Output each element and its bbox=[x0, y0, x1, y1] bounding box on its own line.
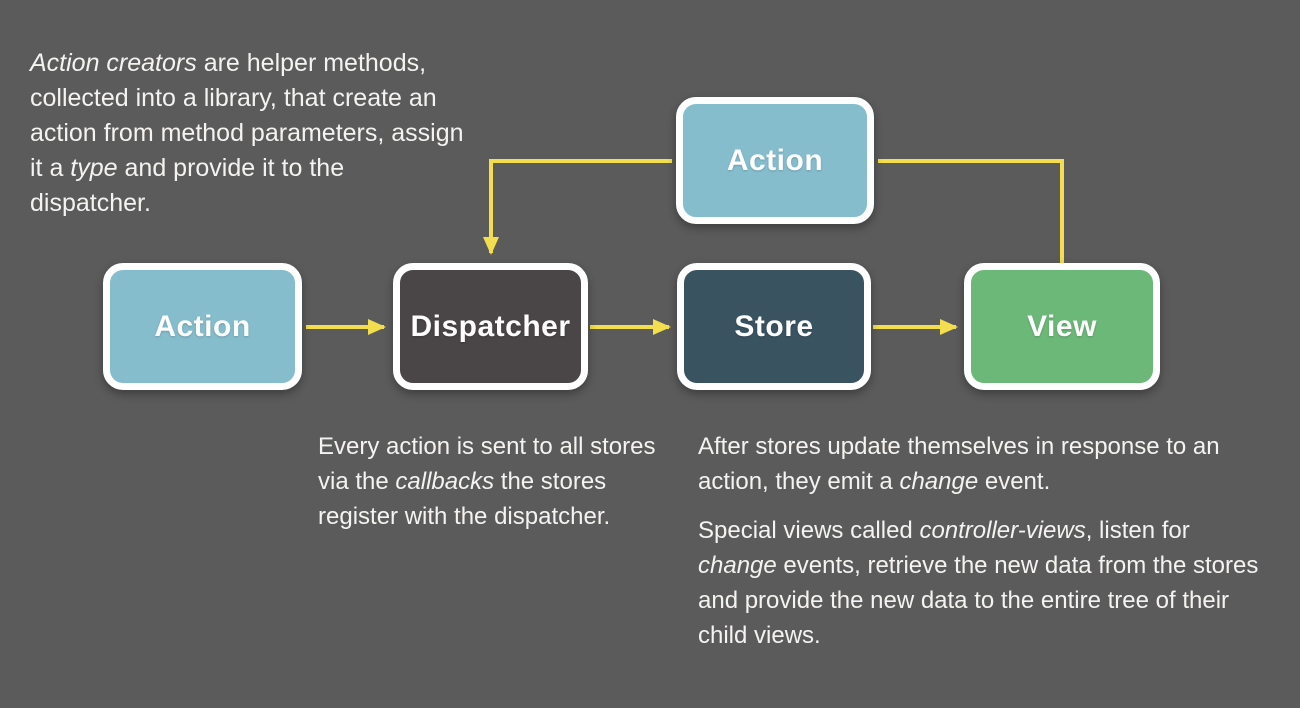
arrow-action-top-to-dispatcher bbox=[483, 159, 672, 255]
node-store: Store bbox=[677, 263, 871, 390]
node-dispatcher: Dispatcher bbox=[393, 263, 588, 390]
line-view-to-action-top bbox=[878, 159, 1064, 263]
node-action: Action bbox=[103, 263, 302, 390]
note-store-paragraph-1: After stores update themselves in respon… bbox=[698, 433, 1220, 495]
node-action-label: Action bbox=[154, 309, 251, 343]
node-view-label: View bbox=[1027, 309, 1097, 343]
note-dispatcher: Every action is sent to all stores via t… bbox=[318, 433, 656, 530]
node-action-top-label: Action bbox=[726, 143, 824, 177]
note-store: After stores update themselves in respon… bbox=[698, 429, 1268, 653]
node-dispatcher-label: Dispatcher bbox=[410, 309, 571, 343]
node-action-top: Action bbox=[676, 97, 874, 224]
note-action-creators: Action creators are helper methods, coll… bbox=[30, 49, 464, 217]
node-view: View bbox=[964, 263, 1160, 390]
note-store-paragraph-2: Special views called controller-views, l… bbox=[698, 517, 1259, 649]
node-store-label: Store bbox=[734, 309, 814, 343]
